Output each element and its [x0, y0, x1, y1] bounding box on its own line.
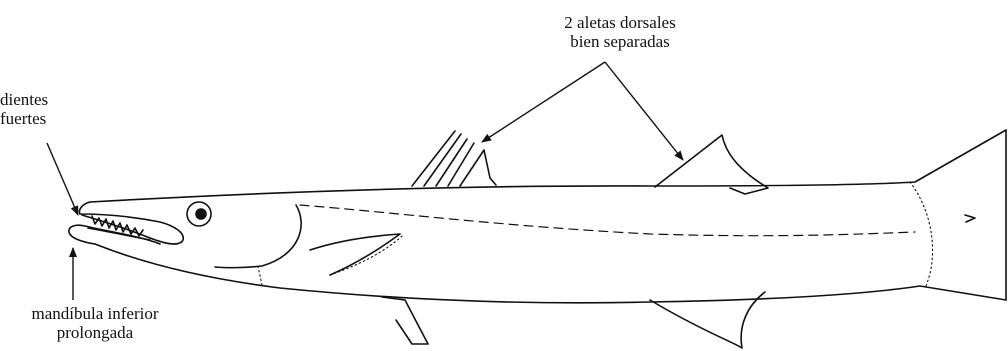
first-dorsal-fin: [412, 131, 496, 186]
label-lower-jaw-line1: mandíbula inferior: [0, 304, 190, 323]
gill-cover: [215, 205, 301, 268]
lower-jaw: [69, 225, 160, 244]
label-teeth-line1: dientes: [0, 90, 62, 109]
label-dorsal-fins-line1: 2 aletas dorsales: [520, 13, 720, 32]
arrow-dorsal-1: [482, 62, 605, 142]
label-dorsal-fins-line2: bien separadas: [520, 32, 720, 51]
arrow-dorsal-2: [605, 62, 683, 160]
arrow-teeth: [47, 143, 78, 215]
pelvic-fin: [382, 297, 428, 344]
label-teeth-line2: fuertes: [0, 109, 62, 128]
fish-body-outline: [90, 130, 1006, 303]
pectoral-fin: [310, 234, 400, 275]
label-dorsal-fins: 2 aletas dorsales bien separadas: [520, 13, 720, 51]
lateral-line: [300, 205, 915, 236]
label-teeth: dientes fuertes: [0, 90, 62, 128]
label-lower-jaw-line2: prolongada: [0, 323, 190, 342]
label-lower-jaw: mandíbula inferior prolongada: [0, 304, 190, 342]
